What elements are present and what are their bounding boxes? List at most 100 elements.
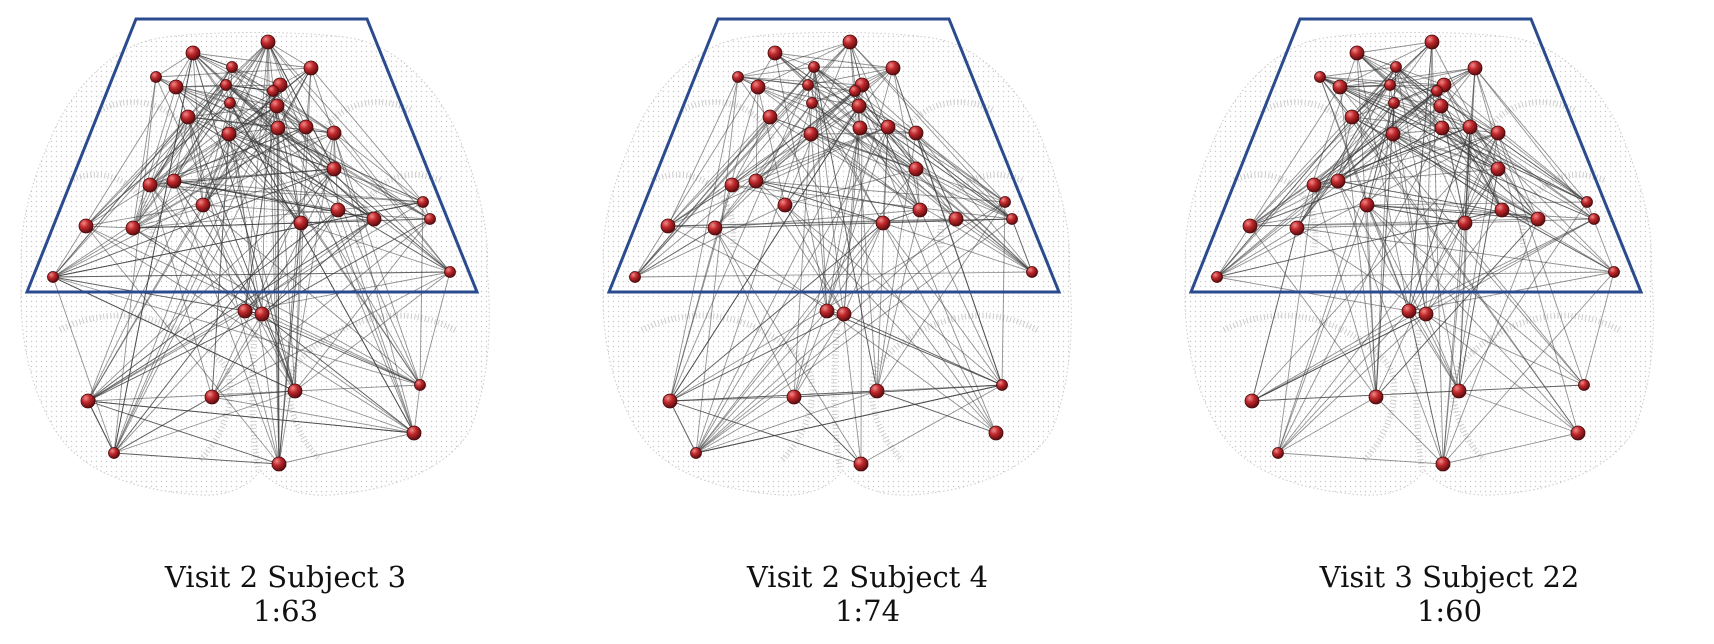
- network-edge: [1339, 41, 1433, 88]
- brain-fold: [317, 99, 412, 142]
- brain-node: [125, 220, 141, 236]
- panel-caption-3: Visit 3 Subject 22 1:60: [1164, 560, 1714, 628]
- network-edge: [861, 84, 921, 211]
- network-edge: [1356, 52, 1499, 134]
- panel-ratio-1: 1:63: [252, 594, 319, 628]
- network-edge: [1366, 204, 1579, 434]
- network-edge: [87, 41, 269, 402]
- brain-node: [270, 120, 286, 136]
- frontal-region-outline: [606, 17, 1062, 294]
- network-edge: [695, 102, 813, 454]
- network-edge: [1443, 84, 1539, 220]
- network-edge: [1319, 76, 1588, 203]
- network-edge: [173, 180, 280, 465]
- network-edge: [175, 86, 307, 128]
- network-edge: [774, 52, 1033, 273]
- brain-node: [1330, 173, 1346, 189]
- network-edge: [1337, 116, 1353, 182]
- panel-title-1: Visit 2 Subject 3: [164, 560, 407, 594]
- network-edge: [87, 390, 296, 402]
- brain-panel-3: Visit 3 Subject 22 1:60: [1164, 0, 1714, 644]
- network-edge: [1216, 209, 1503, 278]
- network-edge: [187, 116, 451, 273]
- network-edge: [228, 127, 279, 135]
- network-edge: [300, 222, 451, 273]
- brain-node: [880, 119, 896, 135]
- brain-node: [1211, 271, 1223, 283]
- network-edge: [1436, 90, 1503, 211]
- brain-node: [999, 196, 1011, 208]
- network-edge: [1389, 84, 1438, 92]
- network-edge: [113, 396, 213, 454]
- brain-node: [1431, 85, 1443, 97]
- network-edge: [634, 90, 856, 278]
- brain-node: [724, 177, 740, 193]
- network-edge: [52, 201, 424, 278]
- network-edge: [225, 84, 431, 220]
- network-edge: [714, 227, 997, 434]
- network-edge: [132, 227, 263, 315]
- network-edge: [278, 222, 302, 465]
- brain-node: [836, 306, 852, 322]
- panel-title-2: Visit 2 Subject 4: [746, 560, 989, 594]
- network-edge: [1216, 271, 1615, 278]
- brain-node: [1026, 266, 1038, 278]
- network-edge: [175, 86, 424, 203]
- network-edge: [202, 204, 296, 392]
- network-edge: [267, 41, 451, 273]
- brain-node: [221, 126, 237, 142]
- network-edge: [695, 218, 1013, 454]
- network-edge: [1319, 76, 1410, 312]
- network-edge: [755, 105, 860, 182]
- network-edge: [1339, 86, 1377, 398]
- brain-panel-1: Visit 2 Subject 3 1:63: [0, 0, 571, 644]
- network-edge: [695, 76, 739, 454]
- network-edge: [1366, 204, 1539, 220]
- network-edge: [774, 52, 828, 312]
- network-edge: [113, 168, 335, 454]
- network-edge: [132, 86, 177, 229]
- panel-title-3: Visit 3 Subject 22: [1319, 560, 1580, 594]
- network-edge: [261, 41, 269, 315]
- network-edge: [755, 180, 1006, 203]
- network-edge: [192, 52, 231, 104]
- brain-node: [271, 456, 287, 472]
- network-edge: [769, 66, 815, 118]
- network-edge: [1458, 201, 1588, 392]
- network-edge: [731, 116, 771, 186]
- network-edge: [807, 84, 997, 434]
- network-edge: [192, 52, 296, 392]
- network-edge: [876, 126, 889, 392]
- network-edge: [173, 180, 424, 203]
- network-edge: [1501, 209, 1615, 273]
- network-edge: [173, 41, 269, 182]
- brain-node: [1424, 34, 1440, 50]
- network-edge: [737, 76, 856, 92]
- brain-node: [1401, 303, 1417, 319]
- network-edge: [132, 66, 233, 229]
- network-edge: [731, 184, 884, 224]
- brain-node: [750, 79, 766, 95]
- network-edge: [843, 313, 1003, 386]
- network-edge: [1431, 41, 1444, 465]
- brain-node: [224, 97, 236, 109]
- network-edge: [1366, 201, 1588, 206]
- network-edge: [1408, 310, 1460, 392]
- network-edge: [1249, 184, 1315, 227]
- network-edge: [333, 132, 424, 203]
- network-edge: [1436, 90, 1499, 134]
- brain-node: [1306, 177, 1322, 193]
- network-edge: [1393, 102, 1471, 128]
- network-edge: [669, 390, 878, 402]
- brain-node: [869, 383, 885, 399]
- network-edge: [915, 132, 1033, 273]
- network-edge: [1277, 168, 1499, 454]
- network-edge: [52, 276, 115, 454]
- network-edge: [1296, 102, 1395, 229]
- network-edge: [261, 313, 415, 434]
- brain-node: [777, 197, 793, 213]
- network-edge: [113, 452, 280, 465]
- network-edge: [261, 218, 431, 315]
- network-edge: [413, 384, 421, 434]
- network-edge: [113, 76, 157, 454]
